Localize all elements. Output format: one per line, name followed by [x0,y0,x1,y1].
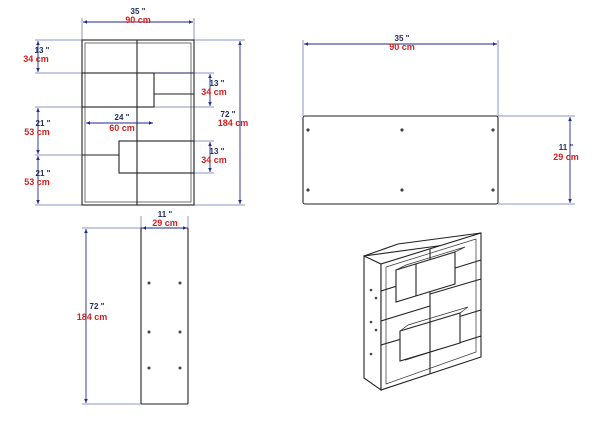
top-shelf-in: 13 " [35,46,50,55]
side-view-outline [140,227,189,405]
inner-width-in: 24 " [115,113,130,122]
hole [491,188,495,192]
hole [178,330,182,334]
front-view-outline [81,39,195,206]
middle-shelf-cm: 53 cm [24,127,50,137]
hole [491,128,495,132]
hole [374,296,378,300]
front-width-cm: 90 cm [125,15,151,25]
top-view: 35 " 90 cm 11 " 29 cm [302,34,579,205]
lower-shelf-cm: 53 cm [24,177,50,187]
front-height-cm: 184 cm [218,118,249,128]
hole [369,352,373,356]
right-lower-cm: 34 cm [201,155,227,165]
right-lower-in: 13 " [210,147,225,156]
side-height-in: 72 " [90,302,105,311]
top-width-cm: 90 cm [389,42,415,52]
hole [147,366,151,370]
front-height-in: 72 " [221,110,236,119]
side-depth-in: 11 " [158,210,173,219]
top-depth-cm: 29 cm [553,152,579,162]
side-depth-cm: 29 cm [152,218,178,228]
hole [306,188,310,192]
iso-lower-box-top [399,306,469,332]
top-view-outline [302,115,499,205]
hole [400,128,404,132]
top-depth-in: 11 " [559,143,574,152]
hole [400,188,404,192]
hole [369,288,373,292]
right-upper-cm: 34 cm [201,87,227,97]
lower-shelf-in: 21 " [36,169,51,178]
iso-front [380,232,482,391]
front-width-in: 35 " [131,7,146,16]
hole [374,328,378,332]
top-shelf-cm: 34 cm [23,54,49,64]
hole [369,320,373,324]
iso-side-panel [363,255,382,392]
hole [306,128,310,132]
side-view: 11 " 29 cm 72 " 184 cm [77,210,189,405]
hole [147,281,151,285]
right-upper-in: 13 " [210,79,225,88]
side-height-cm: 184 cm [77,312,108,322]
iso-front-inner [385,238,477,385]
upper-offset-box [81,72,155,108]
hole [178,366,182,370]
iso-upper-box-top [395,246,466,271]
lower-offset-box [118,140,195,174]
inner-width-cm: 60 cm [109,123,135,133]
top-width-in: 35 " [395,34,410,43]
hole [147,330,151,334]
isometric-view [363,232,482,392]
front-view: 35 " 90 cm 72 " 184 cm 13 " 34 cm 21 " 5… [23,7,249,206]
front-view-inner-outline [84,42,192,203]
hole [178,281,182,285]
middle-shelf-in: 21 " [36,119,51,128]
